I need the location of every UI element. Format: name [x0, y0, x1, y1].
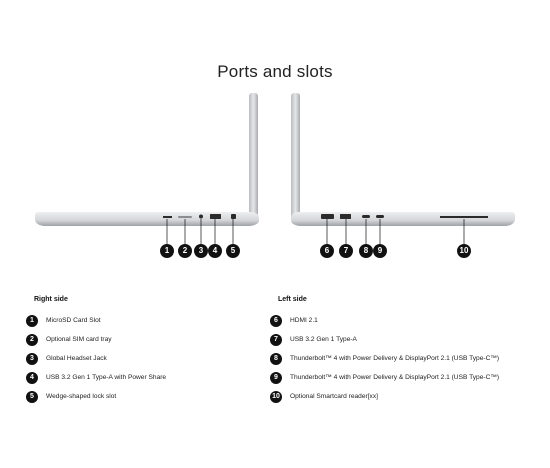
- legend-label: USB 3.2 Gen 1 Type-A: [290, 336, 357, 343]
- diagram-badge-2: 2: [178, 244, 192, 258]
- port-usb-a-left: [340, 214, 351, 219]
- legend-label: Optional Smartcard reader[xx]: [290, 393, 378, 400]
- legend-item: 3 Global Headset Jack: [26, 352, 107, 365]
- legend-badge: 3: [26, 352, 38, 365]
- port-sim-tray: [178, 216, 192, 218]
- diagram-badge-4: 4: [208, 244, 222, 258]
- port-lock: [231, 214, 236, 219]
- port-usb-a: [210, 214, 221, 219]
- diagram-badge-3: 3: [194, 244, 208, 258]
- legend-item: 4 USB 3.2 Gen 1 Type-A with Power Share: [26, 371, 166, 384]
- diagram-badge-9: 9: [373, 244, 387, 258]
- left-side-laptop: [291, 93, 515, 246]
- legend-badge: 10: [270, 390, 282, 403]
- legend-badge: 7: [270, 333, 282, 346]
- legend-label: Wedge-shaped lock slot: [46, 393, 117, 400]
- port-smartcard: [440, 216, 488, 218]
- port-microsd: [163, 216, 172, 218]
- legend-item: 5 Wedge-shaped lock slot: [26, 390, 116, 403]
- diagram-badge-5: 5: [226, 244, 240, 258]
- legend-label: Global Headset Jack: [46, 355, 107, 362]
- legend-label: HDMI 2.1: [290, 317, 318, 324]
- legend-item: 7 USB 3.2 Gen 1 Type-A: [270, 333, 357, 346]
- legend-badge: 2: [26, 333, 38, 346]
- right-side-laptop: [35, 93, 259, 246]
- legend-label: Thunderbolt™ 4 with Power Delivery & Dis…: [290, 374, 500, 381]
- legend-label: Optional SIM card tray: [46, 336, 112, 343]
- port-thunderbolt-1: [362, 215, 370, 218]
- diagram-badge-1: 1: [160, 244, 174, 258]
- legend-badge: 8: [270, 352, 282, 365]
- left-side-heading: Left side: [278, 296, 307, 303]
- legend-badge: 5: [26, 390, 38, 403]
- diagram-badge-8: 8: [359, 244, 373, 258]
- legend-badge: 4: [26, 371, 38, 384]
- page-title: Ports and slots: [217, 62, 333, 81]
- legend-badge: 1: [26, 314, 38, 327]
- legend-label: Thunderbolt™ 4 with Power Delivery & Dis…: [290, 355, 500, 362]
- port-hdmi: [321, 214, 334, 219]
- port-headset: [199, 214, 203, 219]
- right-laptop-lid: [249, 93, 258, 221]
- legend-item: 1 MicroSD Card Slot: [26, 314, 101, 327]
- legend-label: MicroSD Card Slot: [46, 317, 101, 324]
- left-laptop-lid: [291, 93, 300, 221]
- legend-item: 9 Thunderbolt™ 4 with Power Delivery & D…: [270, 371, 499, 384]
- legend-item: 8 Thunderbolt™ 4 with Power Delivery & D…: [270, 352, 499, 365]
- port-thunderbolt-2: [376, 215, 384, 218]
- diagram-badge-7: 7: [339, 244, 353, 258]
- legend-badge: 6: [270, 314, 282, 327]
- diagram-badge-6: 6: [320, 244, 334, 258]
- laptop-side-views: [35, 93, 515, 246]
- legend-item: 2 Optional SIM card tray: [26, 333, 112, 346]
- legend-label: USB 3.2 Gen 1 Type-A with Power Share: [46, 374, 167, 381]
- legend-badge: 9: [270, 371, 282, 384]
- diagram-badge-10: 10: [457, 244, 471, 258]
- right-laptop-base: [35, 212, 259, 226]
- right-side-heading: Right side: [34, 296, 68, 303]
- legend-item: 6 HDMI 2.1: [270, 314, 318, 327]
- legend-item: 10 Optional Smartcard reader[xx]: [270, 390, 378, 403]
